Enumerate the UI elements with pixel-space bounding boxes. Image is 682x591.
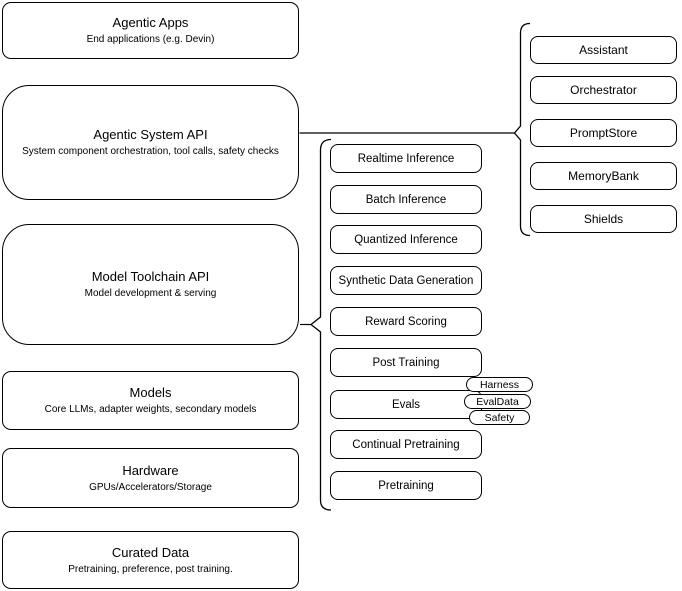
tag-evaldata: EvalData [464, 394, 531, 409]
node-shields: Shields [530, 205, 677, 233]
node-realtime-inference: Realtime Inference [330, 144, 482, 173]
node-orchestrator: Orchestrator [530, 76, 677, 104]
node-synthetic-data-generation: Synthetic Data Generation [330, 266, 482, 295]
system-api-brace [513, 22, 531, 237]
node-subtitle: GPUs/Accelerators/Storage [89, 481, 212, 493]
node-reward-scoring: Reward Scoring [330, 307, 482, 336]
node-evals: Evals [330, 390, 482, 419]
node-title: Agentic Apps [112, 15, 189, 30]
toolchain-brace [309, 138, 332, 511]
node-hardware: Hardware GPUs/Accelerators/Storage [2, 448, 299, 508]
node-models: Models Core LLMs, adapter weights, secon… [2, 371, 299, 430]
node-title: Agentic System API [93, 127, 208, 142]
node-batch-inference: Batch Inference [330, 185, 482, 214]
node-title: Model Toolchain API [91, 269, 210, 284]
node-promptstore: PromptStore [530, 119, 677, 147]
node-continual-pretraining: Continual Pretraining [330, 430, 482, 459]
node-subtitle: End applications (e.g. Devin) [86, 34, 215, 45]
node-subtitle: Model development & serving [84, 288, 217, 299]
node-quantized-inference: Quantized Inference [330, 225, 482, 254]
node-title: Models [129, 385, 172, 400]
node-model-toolchain-api: Model Toolchain API Model development & … [2, 224, 299, 345]
node-title: Curated Data [111, 544, 190, 560]
node-post-training: Post Training [330, 348, 482, 377]
node-agentic-system-api: Agentic System API System component orch… [2, 85, 299, 200]
node-agentic-apps: Agentic Apps End applications (e.g. Devi… [2, 2, 299, 59]
tag-harness: Harness [466, 377, 533, 392]
node-memorybank: MemoryBank [530, 162, 677, 190]
node-curated-data: Curated Data Pretraining, preference, po… [2, 531, 299, 589]
node-subtitle: System component orchestration, tool cal… [22, 146, 279, 157]
tag-safety: Safety [469, 410, 530, 425]
node-pretraining: Pretraining [330, 471, 482, 500]
node-subtitle: Core LLMs, adapter weights, secondary mo… [44, 404, 257, 415]
node-subtitle: Pretraining, preference, post training. [68, 563, 233, 575]
node-assistant: Assistant [530, 36, 677, 64]
node-title: Hardware [122, 462, 179, 478]
